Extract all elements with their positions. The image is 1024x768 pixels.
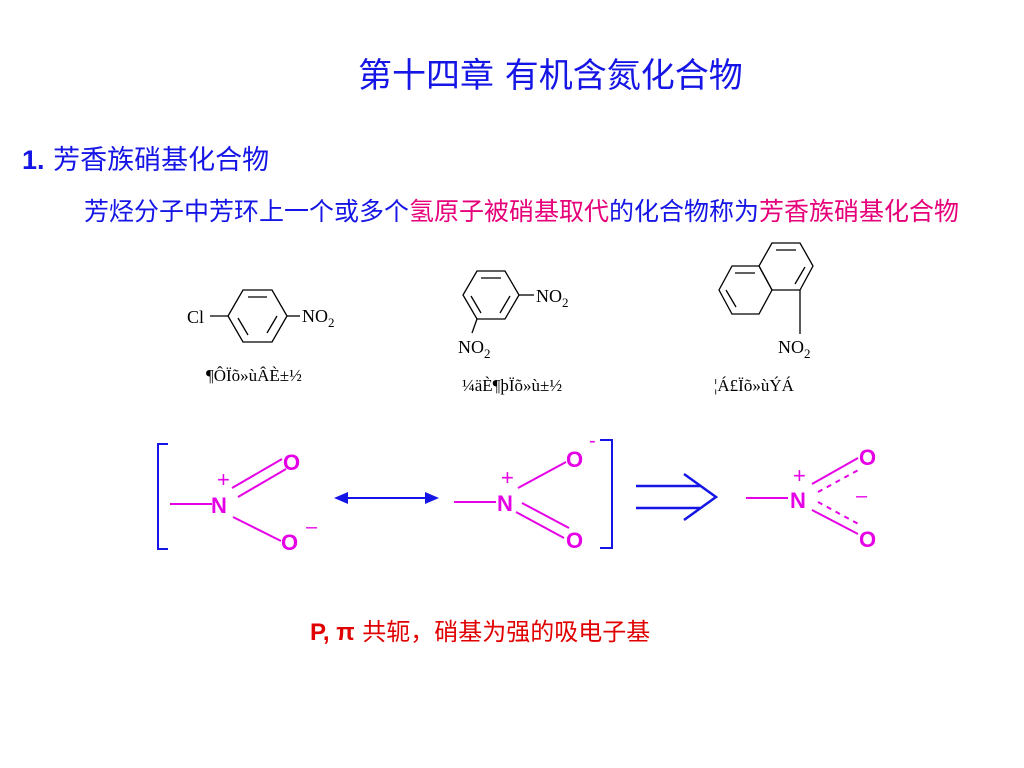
conjugation-note: P, π 共轭，硝基为强的吸电子基 [310,612,650,647]
section-heading: 1. 芳香族硝基化合物 [22,138,269,177]
compound-1-structure [210,289,300,343]
form-1-nitrogen: N [211,493,227,518]
compound-2-structure [462,270,534,334]
form-2-oxygen-charge: - [589,430,596,452]
form-2-nitrogen: N [497,491,513,516]
definition-highlight-1: 氢原子被硝基取代 [409,197,610,226]
section-title: 芳香族硝基化合物 [53,145,270,176]
compound-1-cl-label: Cl [187,307,204,327]
compound-1-caption: ¶ÔÏõ»ùÂÈ±½ [206,366,302,385]
compound-2-no2-bottom-label: NO2 [458,337,491,361]
resonance-form-2 [454,461,570,539]
resonance-brackets [157,439,613,550]
page-title: 第十四章 有机含氮化合物 [358,56,743,96]
hybrid-oxygen-top: O [859,445,876,470]
hybrid-nitrogen-charge: + [793,463,806,488]
form-1-oxygen-charge: – [306,516,318,538]
compound-2-no2-top-label: NO2 [536,286,569,310]
definition-part1: 芳烃分子中芳环上一个或多个 [84,197,410,226]
compound-3-structure [718,242,814,334]
compound-2-caption: ¼äÈ¶þÏõ»ù±½ [462,376,563,395]
hybrid-arrow [636,472,719,522]
hybrid-charge: – [856,485,868,507]
form-2-nitrogen-charge: + [501,465,514,490]
resonance-form-1 [170,458,287,542]
definition-part2: 的化合物称为 [609,197,760,226]
compound-3-caption: ¦Á£­Ïõ»ùÝÁ [714,376,794,395]
note-bold: P, π [310,619,355,646]
form-2-oxygen-top: O [566,447,583,472]
resonance-hybrid [746,457,863,535]
compound-1-no2-label: NO2 [302,306,335,330]
definition-highlight-2: 芳香族硝基化合物 [759,197,960,226]
hybrid-oxygen-bottom: O [859,527,876,552]
form-1-oxygen-top: O [283,450,300,475]
definition-text: 芳烃分子中芳环上一个或多个氢原子被硝基取代的化合物称为芳香族硝基化合物 [22,188,982,236]
hybrid-nitrogen: N [790,488,806,513]
form-1-nitrogen-charge: + [217,467,230,492]
compound-3-no2-label: NO2 [778,337,811,361]
note-text: 共轭，硝基为强的吸电子基 [354,618,651,646]
form-1-oxygen-bottom: O [281,530,298,555]
section-number: 1. [22,145,45,175]
form-2-oxygen-bottom: O [566,528,583,553]
resonance-arrow [334,492,439,504]
